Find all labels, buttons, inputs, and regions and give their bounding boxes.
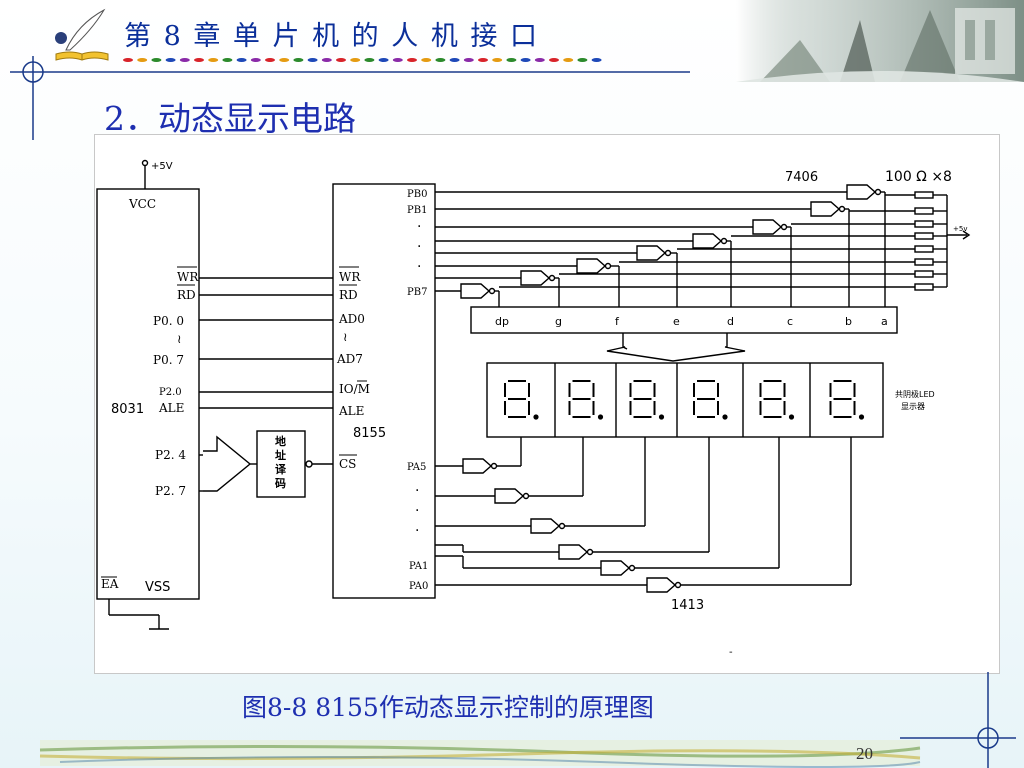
driver-7406-label: 7406 xyxy=(785,170,818,185)
mcu-p07-pin: P0. 7 xyxy=(153,353,184,367)
ppi-8155-box xyxy=(332,183,436,599)
mcu-8031-box xyxy=(96,188,200,600)
header-photo xyxy=(736,0,1024,82)
circuit-diagram: +5V VCC WR RD P0. 0 ≀ P0. 7 P2.0 8031 AL… xyxy=(96,159,971,658)
digit-glyph xyxy=(829,380,865,420)
resistor-label: 100 Ω ×8 xyxy=(885,169,952,185)
segment-label-dp: dp xyxy=(495,315,509,328)
led-display-unit xyxy=(486,362,884,438)
ppi-pa0-pin: PA0 xyxy=(409,581,428,592)
mcu-wr-pin: WR xyxy=(177,270,199,284)
ppi-dot: · xyxy=(415,523,419,539)
decoder-label: 地 址 译 码 xyxy=(275,434,290,490)
mcu-p20-pin: P2.0 xyxy=(159,387,182,398)
ppi-rd-pin: RD xyxy=(339,288,358,302)
stray-dot: - xyxy=(729,647,733,658)
mcu-ea-pin: EA xyxy=(101,577,119,591)
ppi-name: 8155 xyxy=(353,426,386,441)
footer-decoration xyxy=(39,672,1016,768)
ppi-cs-pin: CS xyxy=(339,457,356,471)
ppi-ale-pin: ALE xyxy=(338,404,364,418)
mcu-p27-pin: P2. 7 xyxy=(155,484,186,498)
vcc-right-label: +5v xyxy=(953,225,967,233)
digit-glyph xyxy=(629,380,665,420)
segment-label-c: c xyxy=(787,315,793,328)
ppi-iom-pin: IO/M xyxy=(339,382,370,396)
ppi-dot: · xyxy=(415,503,419,519)
page-number: 20 xyxy=(856,744,873,763)
segment-label-g: g xyxy=(555,315,562,328)
ppi-ad7-pin: AD7 xyxy=(336,352,363,366)
figure-caption: 图8-8 8155作动态显示控制的原理图 xyxy=(242,693,654,722)
driver-1413-label: 1413 xyxy=(671,598,704,613)
ppi-ad0-pin: AD0 xyxy=(338,312,365,326)
crosshair-decoration xyxy=(10,56,690,140)
mcu-p00-pin: P0. 0 xyxy=(153,314,184,328)
circuit-figure-panel: +5V VCC WR RD P0. 0 ≀ P0. 7 P2.0 8031 AL… xyxy=(94,134,1000,674)
ppi-pb1-pin: PB1 xyxy=(407,205,427,216)
address-decoder-box xyxy=(256,430,306,498)
segment-label-f: f xyxy=(615,315,620,328)
ppi-pa1-pin: PA1 xyxy=(409,561,428,572)
segment-labels: dp g f e d c b a xyxy=(495,315,888,328)
mcu-p24-pin: P2. 4 xyxy=(155,448,186,462)
mcu-tilde: ≀ xyxy=(177,332,182,346)
segment-label-b: b xyxy=(845,315,852,328)
crosshair-decoration xyxy=(900,672,1016,768)
digit-glyph xyxy=(693,380,728,420)
mcu-vss-pin: VSS xyxy=(145,580,170,595)
mcu-rd-pin: RD xyxy=(177,288,196,302)
digit-glyph xyxy=(759,380,795,420)
colored-dot-rule xyxy=(123,58,602,62)
ppi-pa5-pin: PA5 xyxy=(407,462,426,473)
grass-strip xyxy=(39,740,921,768)
ppi-dot: · xyxy=(417,239,421,255)
segment-label-e: e xyxy=(673,315,680,328)
segment-label-d: d xyxy=(727,315,734,328)
mcu-name: 8031 xyxy=(111,402,144,417)
section-title: 2．动态显示电路 xyxy=(104,99,356,138)
ppi-dot: · xyxy=(415,483,419,499)
header-decoration xyxy=(10,0,1024,140)
ppi-dot: · xyxy=(417,219,421,235)
ppi-pb0-pin: PB0 xyxy=(407,189,427,200)
ppi-tilde: ≀ xyxy=(343,330,348,344)
digit-glyph xyxy=(504,380,539,420)
segment-bus-box xyxy=(470,306,898,334)
ppi-wr-pin: WR xyxy=(339,270,361,284)
power-label: +5V xyxy=(151,161,173,172)
mcu-ale-pin: ALE xyxy=(158,401,184,415)
chapter-title: 第 8 章 单 片 机 的 人 机 接 口 xyxy=(124,21,540,52)
quill-book-icon xyxy=(55,8,109,61)
display-label: 共阴极LED 显示器 xyxy=(895,389,937,411)
digit-glyph xyxy=(568,380,604,420)
seven-segment-digits xyxy=(504,380,865,420)
ppi-dot: · xyxy=(417,259,421,275)
mcu-vcc-pin: VCC xyxy=(128,197,156,211)
segment-label-a: a xyxy=(881,315,888,328)
ppi-pb7-pin: PB7 xyxy=(407,287,427,298)
